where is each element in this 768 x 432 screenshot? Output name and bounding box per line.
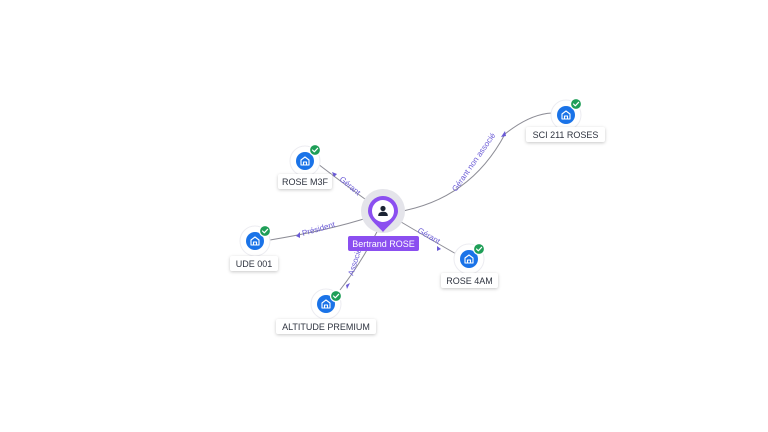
arrow-ude-001 [296, 232, 300, 238]
verified-icon [308, 143, 322, 157]
check-mark-icon [572, 101, 580, 107]
node-label-bg [276, 319, 376, 334]
edges [269, 112, 553, 291]
edge-arrows [296, 131, 506, 289]
edge-label-ude-001: Président [301, 220, 337, 238]
node-label: ROSE 4AM [446, 276, 493, 286]
building-icon [561, 110, 571, 120]
building-icon-disc [557, 106, 575, 124]
edge-label-rose-4am: Gérant [416, 226, 442, 246]
arrow-rose-m3f [332, 172, 337, 177]
node-person-center[interactable]: Bertrand ROSE [348, 189, 419, 251]
building-icon [250, 236, 260, 246]
building-icon [464, 254, 474, 264]
node-altitude-premium[interactable]: ALTITUDE PREMIUM [276, 288, 376, 334]
node-sci-211-roses[interactable]: SCI 211 ROSES [526, 97, 605, 143]
arrow-rose-4am [437, 246, 441, 251]
node-label: ROSE M3F [282, 177, 329, 187]
check-mark-icon [311, 147, 319, 153]
edge-sci-211-roses [396, 112, 553, 213]
person-icon [378, 205, 388, 216]
node-label-bg [230, 256, 278, 271]
check-mark-icon [475, 246, 483, 252]
node-rose-m3f[interactable]: ROSE M3F [278, 143, 332, 190]
node-label-bg [441, 273, 498, 288]
edge-rose-4am [395, 218, 459, 256]
edge-ude-001 [269, 216, 371, 241]
person-label: Bertrand ROSE [352, 239, 415, 249]
node-rose-4am[interactable]: ROSE 4AM [441, 242, 498, 289]
verified-icon [258, 224, 272, 238]
building-icon-disc [317, 295, 335, 313]
arrow-altitude-premium [346, 283, 350, 289]
edge-altitude-premium [339, 225, 381, 291]
node-label: SCI 211 ROSES [533, 130, 599, 140]
building-icon-disc [246, 232, 264, 250]
node-label: UDE 001 [236, 259, 273, 269]
node-label: ALTITUDE PREMIUM [282, 322, 370, 332]
check-mark-icon [261, 228, 269, 234]
check-mark-icon [332, 293, 340, 299]
arrow-sci-211-roses [501, 131, 506, 137]
node-ude-001[interactable]: UDE 001 [230, 224, 278, 272]
verified-icon [569, 97, 583, 111]
node-label-bg [526, 127, 605, 142]
building-icon-disc [460, 250, 478, 268]
node-label-bg [278, 174, 332, 189]
edge-label-sci-211-roses: Gérant non associé [450, 131, 497, 193]
building-icon [300, 156, 310, 166]
edge-label-altitude-premium: Associé [346, 247, 363, 277]
person-label-bg [348, 236, 419, 251]
building-icon-disc [296, 152, 314, 170]
building-icon [321, 299, 331, 309]
verified-icon [329, 289, 343, 303]
verified-icon [472, 242, 486, 256]
